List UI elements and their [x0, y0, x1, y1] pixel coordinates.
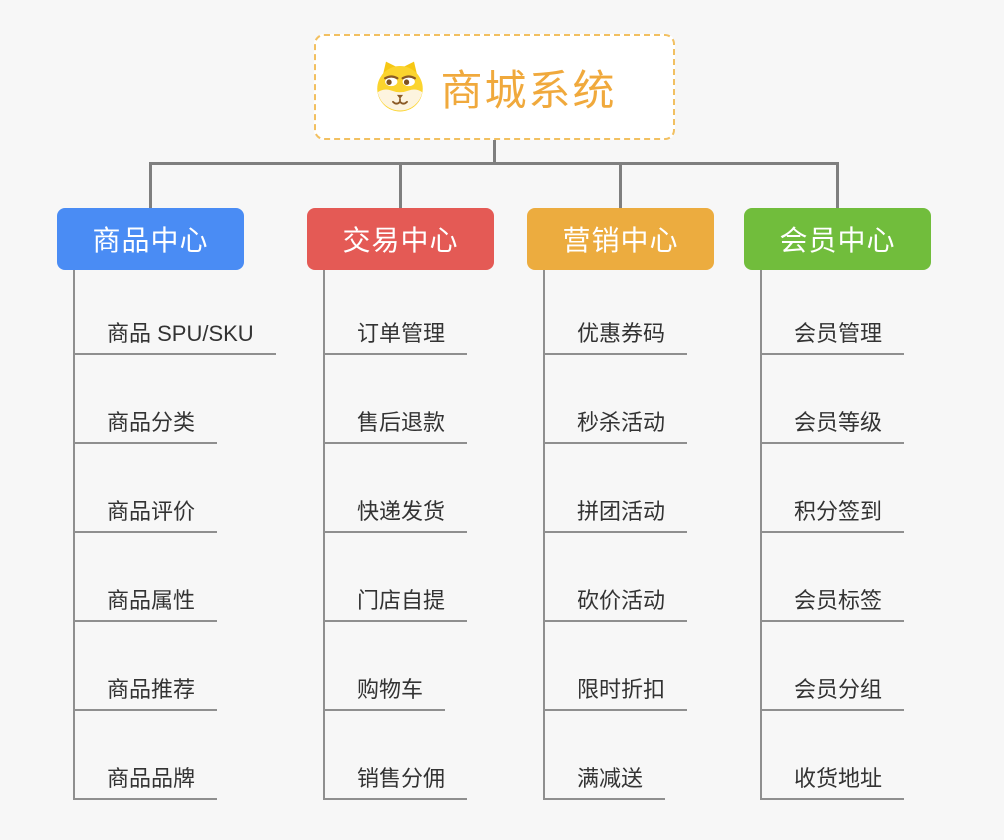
subtopic-row: 商品评价 — [75, 444, 218, 533]
branch-column-2: 交易中心 订单管理 售后退款 快递发货 门店自提 购物车 销售分佣 — [307, 208, 557, 800]
subtopic[interactable]: 拼团活动 — [545, 494, 688, 533]
branch-drop-connector — [399, 162, 402, 208]
branch-drop-connector — [149, 162, 152, 208]
subtopic[interactable]: 收货地址 — [762, 761, 905, 800]
subtopic-row: 秒杀活动 — [545, 355, 688, 444]
subtopic-row: 快递发货 — [325, 444, 468, 533]
subtopic-row: 会员标签 — [762, 533, 905, 622]
subtopic-row: 门店自提 — [325, 533, 468, 622]
subtopic[interactable]: 购物车 — [325, 672, 446, 711]
subtopic-row: 会员等级 — [762, 355, 905, 444]
subtopic-row: 会员管理 — [762, 270, 905, 355]
branch-connector-bus — [149, 162, 839, 165]
branch-drop-connector — [619, 162, 622, 208]
subtopic[interactable]: 满减送 — [545, 761, 666, 800]
subtopic[interactable]: 会员分组 — [762, 672, 905, 711]
subtopic-row: 商品品牌 — [75, 711, 218, 800]
branch-items: 会员管理 会员等级 积分签到 会员标签 会员分组 收货地址 — [760, 270, 994, 800]
dog-face-icon — [372, 59, 428, 115]
subtopic-row: 商品分类 — [75, 355, 218, 444]
subtopic[interactable]: 快递发货 — [325, 494, 468, 533]
root-topic-title: 商城系统 — [440, 66, 617, 114]
subtopic-row: 商品推荐 — [75, 622, 218, 711]
subtopic[interactable]: 商品品牌 — [75, 761, 218, 800]
subtopic[interactable]: 商品属性 — [75, 583, 218, 622]
branch-column-3: 营销中心 优惠券码 秒杀活动 拼团活动 砍价活动 限时折扣 满减送 — [527, 208, 777, 800]
subtopic[interactable]: 商品推荐 — [75, 672, 218, 711]
subtopic[interactable]: 秒杀活动 — [545, 405, 688, 444]
subtopic-row: 限时折扣 — [545, 622, 688, 711]
subtopic-row: 售后退款 — [325, 355, 468, 444]
subtopic-row: 购物车 — [325, 622, 446, 711]
subtopic-row: 积分签到 — [762, 444, 905, 533]
subtopic[interactable]: 售后退款 — [325, 405, 468, 444]
subtopic[interactable]: 会员标签 — [762, 583, 905, 622]
branch-topic[interactable]: 商品中心 — [57, 208, 244, 270]
subtopic-row: 拼团活动 — [545, 444, 688, 533]
subtopic-row: 收货地址 — [762, 711, 905, 800]
branch-drop-connector — [836, 162, 839, 208]
subtopic-row: 销售分佣 — [325, 711, 468, 800]
subtopic[interactable]: 会员等级 — [762, 405, 905, 444]
subtopic[interactable]: 商品评价 — [75, 494, 218, 533]
branch-topic[interactable]: 交易中心 — [307, 208, 494, 270]
subtopic-row: 优惠券码 — [545, 270, 688, 355]
subtopic-row: 满减送 — [545, 711, 666, 800]
branch-items: 订单管理 售后退款 快递发货 门店自提 购物车 销售分佣 — [323, 270, 557, 800]
subtopic[interactable]: 限时折扣 — [545, 672, 688, 711]
subtopic-row: 砍价活动 — [545, 533, 688, 622]
subtopic[interactable]: 优惠券码 — [545, 316, 688, 355]
branch-column-1: 商品中心 商品 SPU/SKU 商品分类 商品评价 商品属性 商品推荐 商品品牌 — [57, 208, 307, 800]
subtopic[interactable]: 销售分佣 — [325, 761, 468, 800]
branch-topic[interactable]: 营销中心 — [527, 208, 714, 270]
subtopic[interactable]: 会员管理 — [762, 316, 905, 355]
branch-topic[interactable]: 会员中心 — [744, 208, 931, 270]
subtopic-row: 订单管理 — [325, 270, 468, 355]
subtopic[interactable]: 积分签到 — [762, 494, 905, 533]
subtopic-row: 会员分组 — [762, 622, 905, 711]
subtopic[interactable]: 商品 SPU/SKU — [75, 316, 276, 355]
subtopic[interactable]: 商品分类 — [75, 405, 218, 444]
root-topic[interactable]: 商城系统 — [314, 34, 675, 140]
subtopic-row: 商品 SPU/SKU — [75, 270, 276, 355]
branch-column-4: 会员中心 会员管理 会员等级 积分签到 会员标签 会员分组 收货地址 — [744, 208, 994, 800]
root-connector-stub — [493, 140, 496, 165]
subtopic[interactable]: 砍价活动 — [545, 583, 688, 622]
branch-items: 优惠券码 秒杀活动 拼团活动 砍价活动 限时折扣 满减送 — [543, 270, 777, 800]
branch-items: 商品 SPU/SKU 商品分类 商品评价 商品属性 商品推荐 商品品牌 — [73, 270, 307, 800]
subtopic-row: 商品属性 — [75, 533, 218, 622]
subtopic[interactable]: 门店自提 — [325, 583, 468, 622]
subtopic[interactable]: 订单管理 — [325, 316, 468, 355]
